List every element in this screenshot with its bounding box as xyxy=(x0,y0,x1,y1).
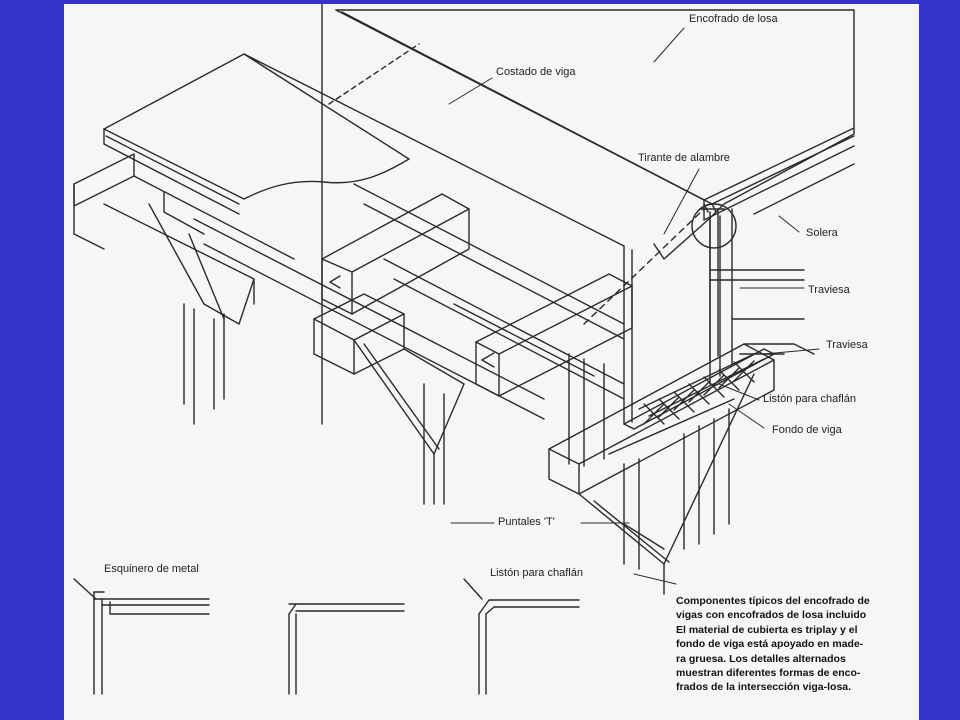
leader-lines xyxy=(448,27,820,585)
wire-tie-line xyxy=(583,208,705,325)
caption-line: El material de cubierta es triplay y el xyxy=(676,623,858,636)
drawing-sheet: Encofrado de losa Costado de viga Tirant… xyxy=(64,4,919,720)
right-post xyxy=(709,208,805,385)
front-crossbeam xyxy=(475,273,633,397)
caption-line: fondo de viga está apoyado en made- xyxy=(676,638,864,651)
label-t-shores: Puntales 'T' xyxy=(498,516,555,528)
beam-formwork-drawing xyxy=(73,4,855,695)
joists xyxy=(193,183,625,420)
label-beam-side: Costado de viga xyxy=(496,66,576,78)
caption-line: vigas con encofrados de losa incluido xyxy=(676,609,867,622)
label-beam-bottom: Fondo de viga xyxy=(772,424,842,436)
label-slab-formwork: Encofrado de losa xyxy=(689,13,778,25)
figure-caption: Componentes típicos del encofrado de vig… xyxy=(676,594,918,695)
left-posts xyxy=(183,303,225,425)
label-metal-corner: Esquinero de metal xyxy=(104,563,199,575)
label-chamfer-strip-detail: Listón para chaflán xyxy=(490,567,583,579)
middle-shore xyxy=(313,293,465,505)
dashed-ref xyxy=(328,43,420,105)
caption-line: Componentes típicos del encofrado de xyxy=(676,595,870,607)
caption-line: frados de la intersección viga-losa. xyxy=(676,681,852,694)
beam-side xyxy=(243,53,719,425)
detail-metal-corner xyxy=(73,578,210,695)
slab-cutaway xyxy=(103,53,410,215)
label-wire-tie: Tirante de alambre xyxy=(638,152,730,164)
left-header xyxy=(73,153,295,325)
label-chamfer-strip: Listón para chaflán xyxy=(763,393,856,405)
detail-plain xyxy=(288,603,405,695)
tie-detail-circle xyxy=(691,203,737,249)
label-traviesa-1: Traviesa xyxy=(808,284,850,296)
detail-chamfer-strip xyxy=(463,578,580,695)
label-traviesa-2: Traviesa xyxy=(826,339,868,351)
caption-line: ra gruesa. Los detalles alternados xyxy=(676,652,846,665)
caption-line: muestran diferentes formas de enco- xyxy=(676,667,861,680)
label-solera: Solera xyxy=(806,227,838,239)
right-shore xyxy=(548,343,775,595)
